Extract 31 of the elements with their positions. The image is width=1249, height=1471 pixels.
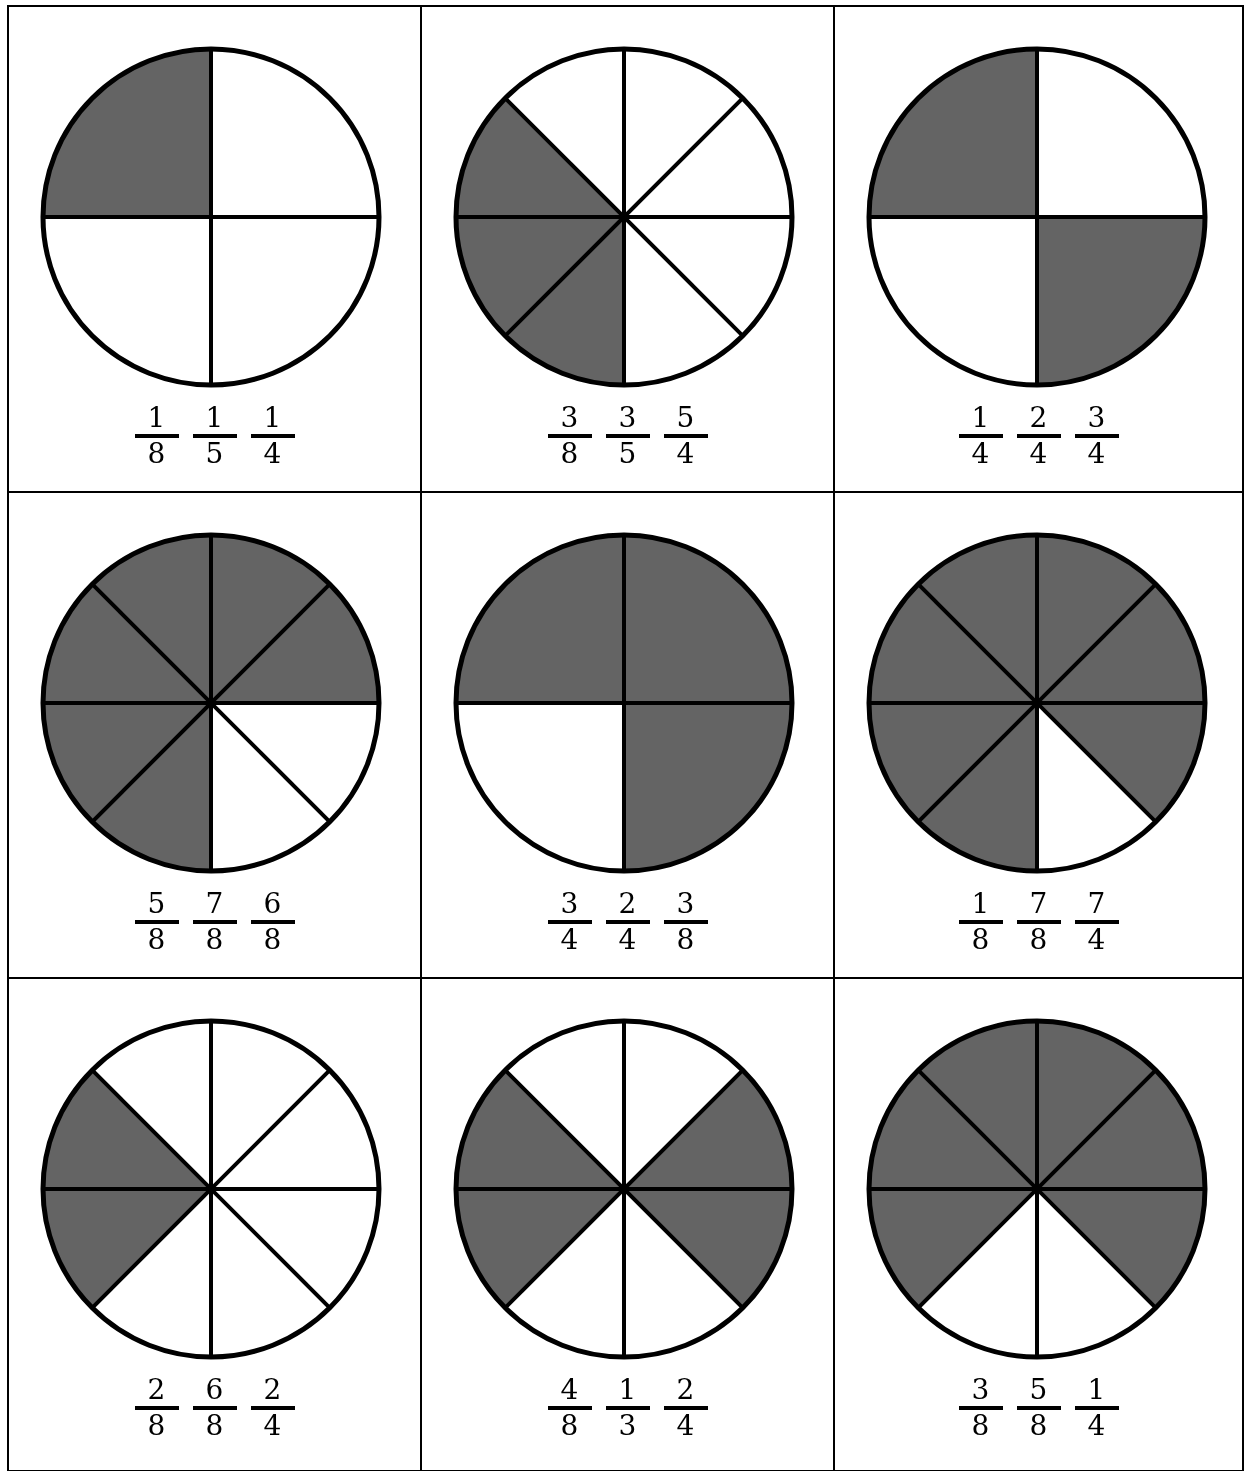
fraction: 3 8	[547, 402, 592, 470]
fraction: 6 8	[192, 1374, 237, 1442]
fraction: 1 4	[1074, 1374, 1119, 1442]
fraction: 5 8	[1016, 1374, 1061, 1442]
fraction: 7 8	[192, 888, 237, 956]
fraction: 1 8	[958, 888, 1003, 956]
worksheet-cell	[7, 5, 422, 493]
fraction: 3 4	[1074, 402, 1119, 470]
fraction: 1 5	[192, 402, 237, 470]
fraction: 3 8	[663, 888, 708, 956]
fraction: 3 8	[958, 1374, 1003, 1442]
fraction: 2 4	[1016, 402, 1061, 470]
fraction: 3 5	[605, 402, 650, 470]
worksheet-cell	[7, 977, 422, 1471]
fraction: 5 4	[663, 402, 708, 470]
worksheet-cell	[833, 977, 1244, 1471]
fraction: 1 8	[134, 402, 179, 470]
worksheet-cell	[833, 5, 1244, 493]
fraction: 1 4	[958, 402, 1003, 470]
fraction: 1 3	[605, 1374, 650, 1442]
fraction: 5 8	[134, 888, 179, 956]
fraction: 2 4	[605, 888, 650, 956]
fraction: 7 8	[1016, 888, 1061, 956]
fraction: 2 8	[134, 1374, 179, 1442]
fraction: 2 4	[663, 1374, 708, 1442]
fraction: 2 4	[250, 1374, 295, 1442]
fraction: 6 8	[250, 888, 295, 956]
fraction: 7 4	[1074, 888, 1119, 956]
fraction: 3 4	[547, 888, 592, 956]
fraction: 4 8	[547, 1374, 592, 1442]
fraction: 1 4	[250, 402, 295, 470]
